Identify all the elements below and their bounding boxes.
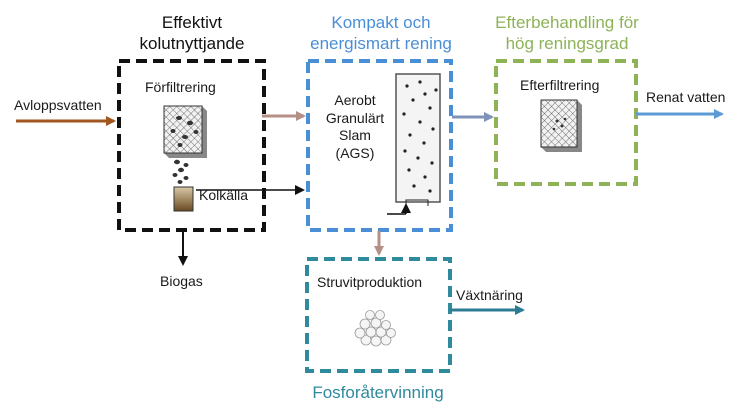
struvite-label: Struvitproduktion [317, 274, 423, 290]
ags-label-line4: (AGS) [335, 144, 375, 161]
sludge-tank-icon [173, 186, 194, 212]
stage4-heading: Fosforåtervinning [312, 383, 444, 402]
stage1-heading-line1: Effektivt [161, 13, 223, 32]
stage3-box [494, 59, 638, 186]
stage3-heading: Efterbehandling för hög reningsgrad [487, 12, 647, 54]
ags-label-line1: Aerobt [334, 92, 376, 108]
stage2-box [306, 59, 453, 232]
ags-label-line3: Slam [339, 127, 371, 143]
stage1-heading-line2: kolutnyttjande [139, 34, 245, 53]
ags-label-line2: Granulärt [325, 109, 385, 126]
stage2-heading-line1: Kompakt och [331, 13, 431, 32]
stage3-heading-line2: hög reningsgrad [505, 34, 629, 53]
stage1-box [117, 59, 266, 232]
nutrient-label: Växtnäring [456, 287, 523, 303]
stage1-heading: Effektivt kolutnyttjande [112, 12, 272, 54]
mesh-filter-icon [163, 105, 207, 184]
ags-reactor-icon [387, 73, 441, 215]
struvite-crystals-icon [354, 310, 396, 347]
postfilter-label: Efterfiltrering [520, 77, 600, 93]
inflow-label: Avloppsvatten [14, 97, 102, 113]
prefilter-label: Förfiltrering [145, 79, 216, 95]
stage3-heading-line1: Efterbehandling för [495, 13, 639, 32]
postfilter-mesh-icon [540, 99, 582, 152]
stage4-box [305, 257, 452, 373]
stage2-heading-line2: energismart rening [310, 34, 452, 53]
ags-label: Aerobt Granulärt Slam (AGS) [320, 92, 390, 162]
stage2-heading: Kompakt och energismart rening [296, 12, 466, 54]
biogas-label: Biogas [160, 273, 203, 289]
carbon-source-label: Kolkälla [199, 187, 249, 203]
outflow-label: Renat vatten [646, 89, 726, 105]
